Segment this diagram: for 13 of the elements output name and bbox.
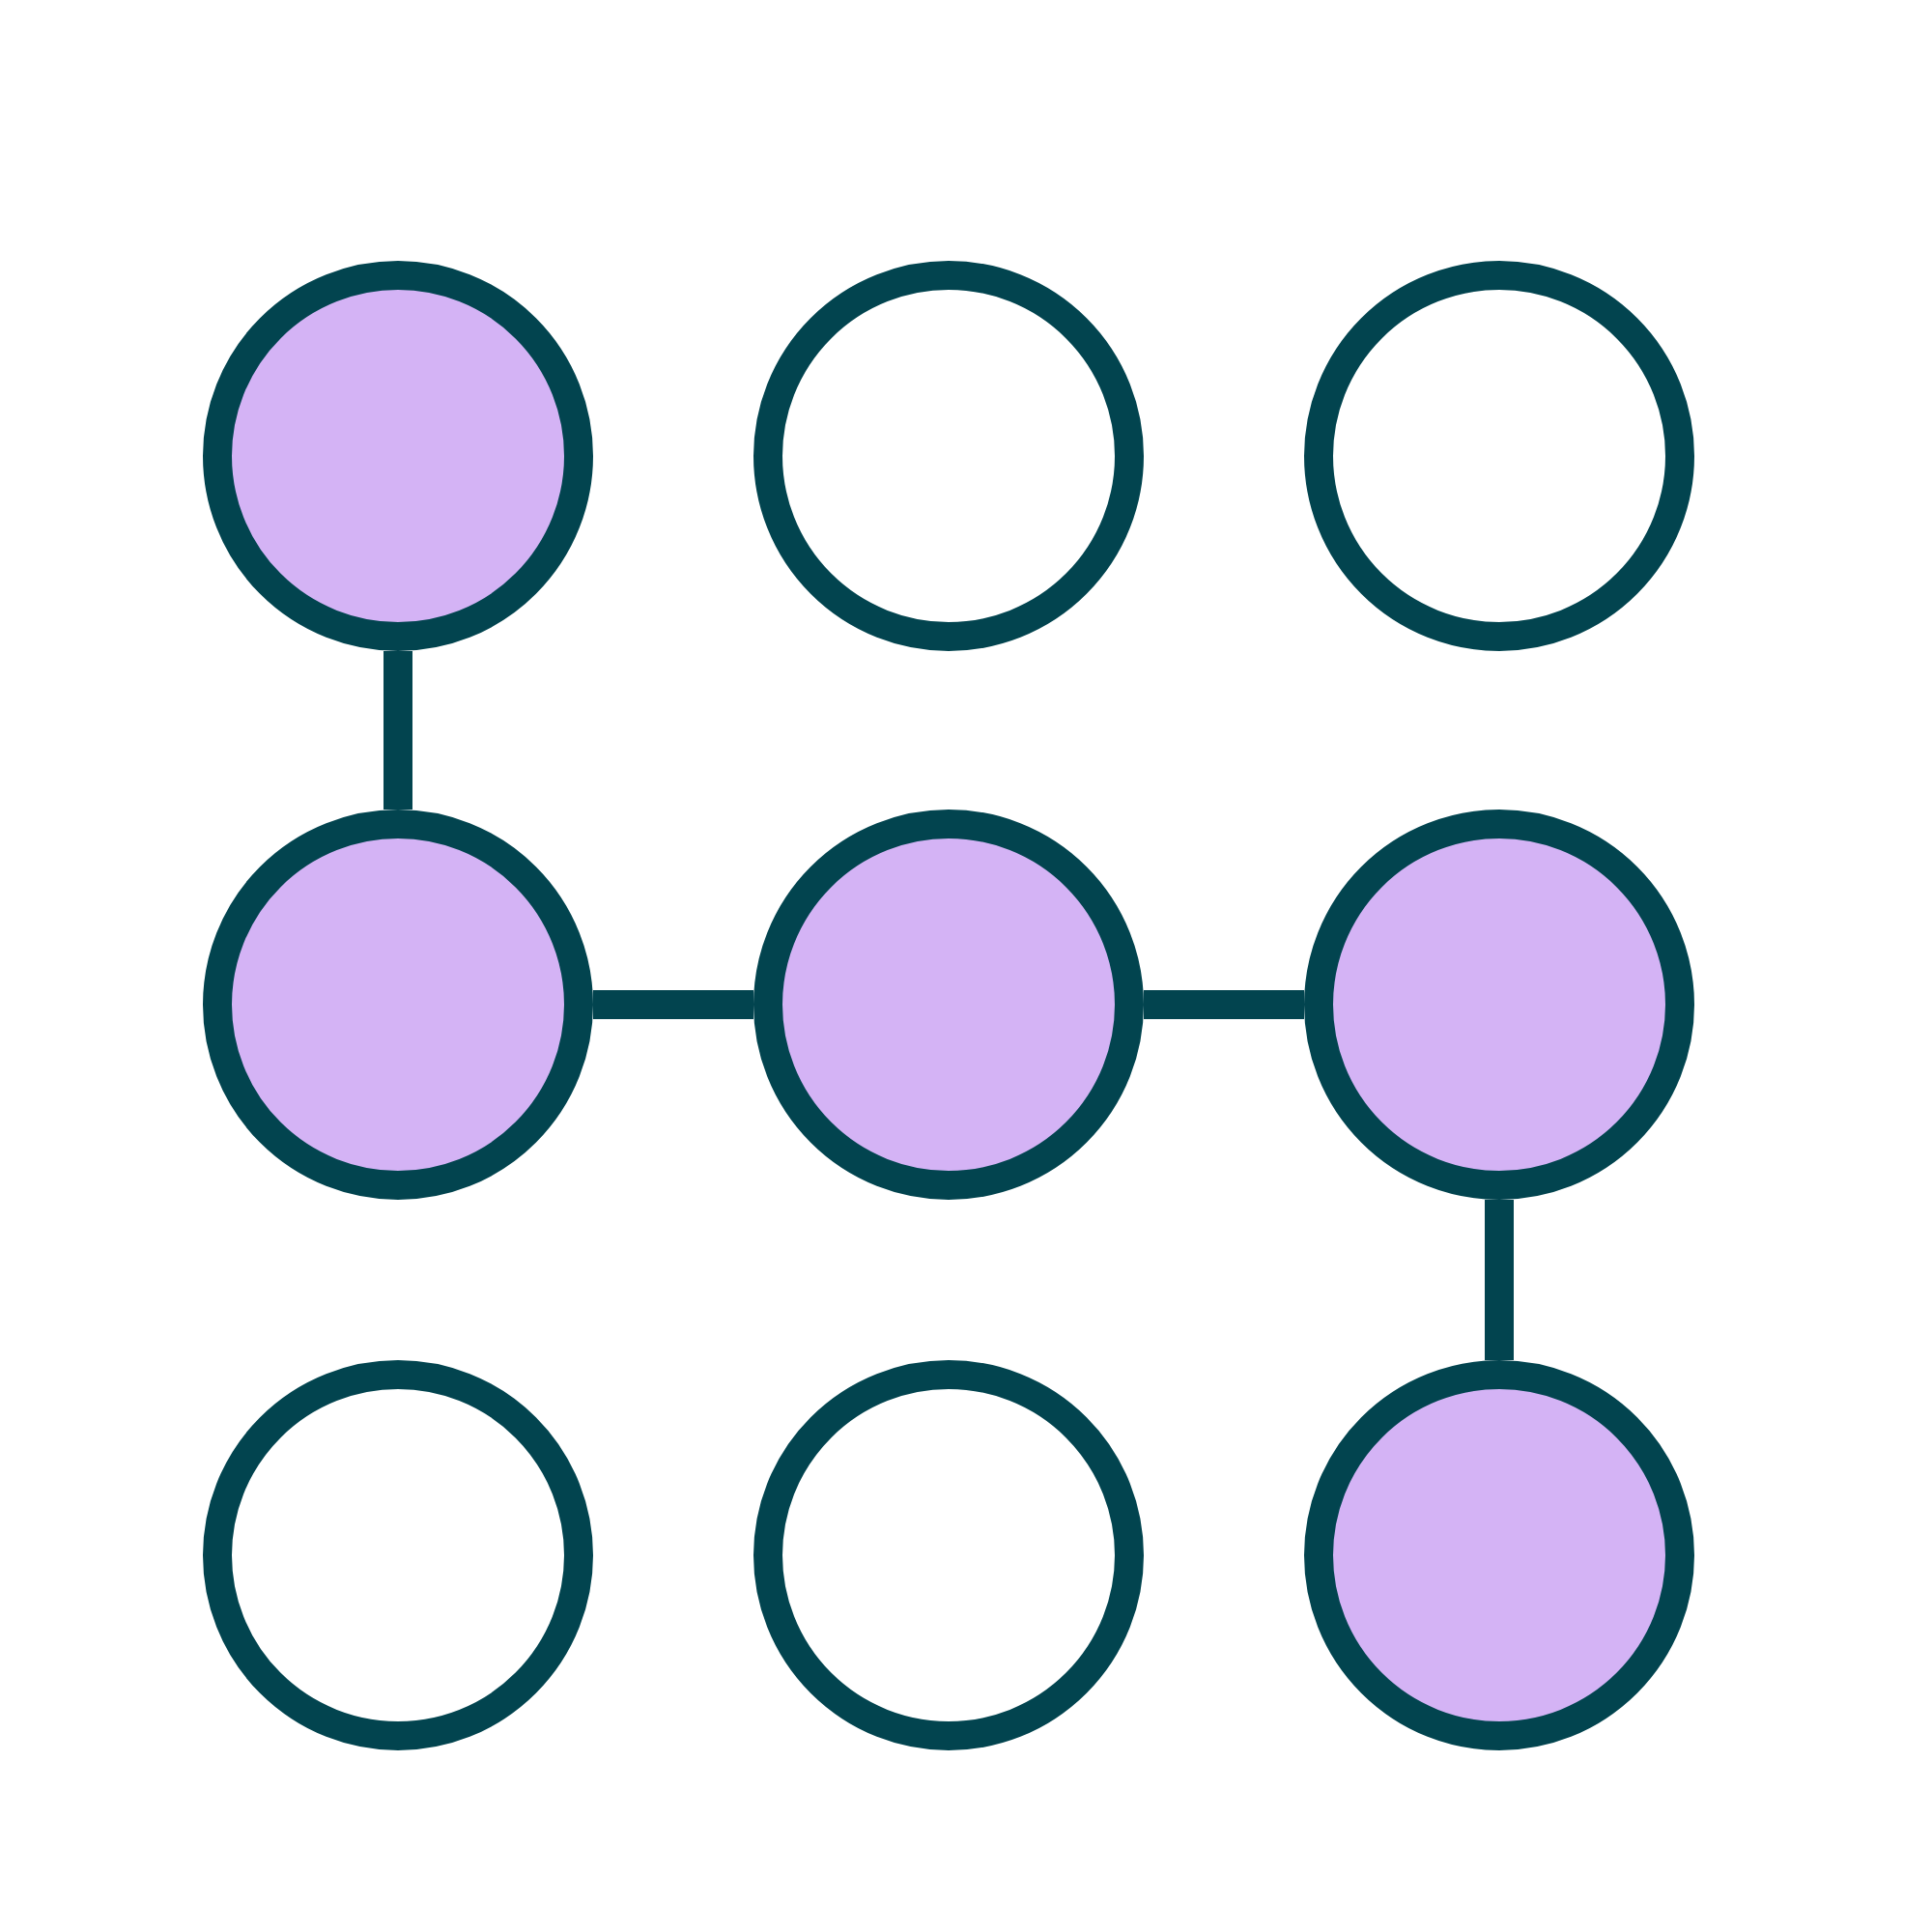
circle-node <box>1304 261 1694 651</box>
connector-line <box>1144 990 1304 1019</box>
connector-line <box>593 990 753 1019</box>
circle-node <box>753 810 1144 1200</box>
connector-line <box>384 651 412 810</box>
circle-node <box>203 261 593 651</box>
circle-node <box>753 1360 1144 1750</box>
circle-node <box>1304 810 1694 1200</box>
connector-line <box>1485 1200 1514 1360</box>
circle-node <box>203 1360 593 1750</box>
circle-node <box>1304 1360 1694 1750</box>
circle-node <box>753 261 1144 651</box>
circle-node <box>203 810 593 1200</box>
